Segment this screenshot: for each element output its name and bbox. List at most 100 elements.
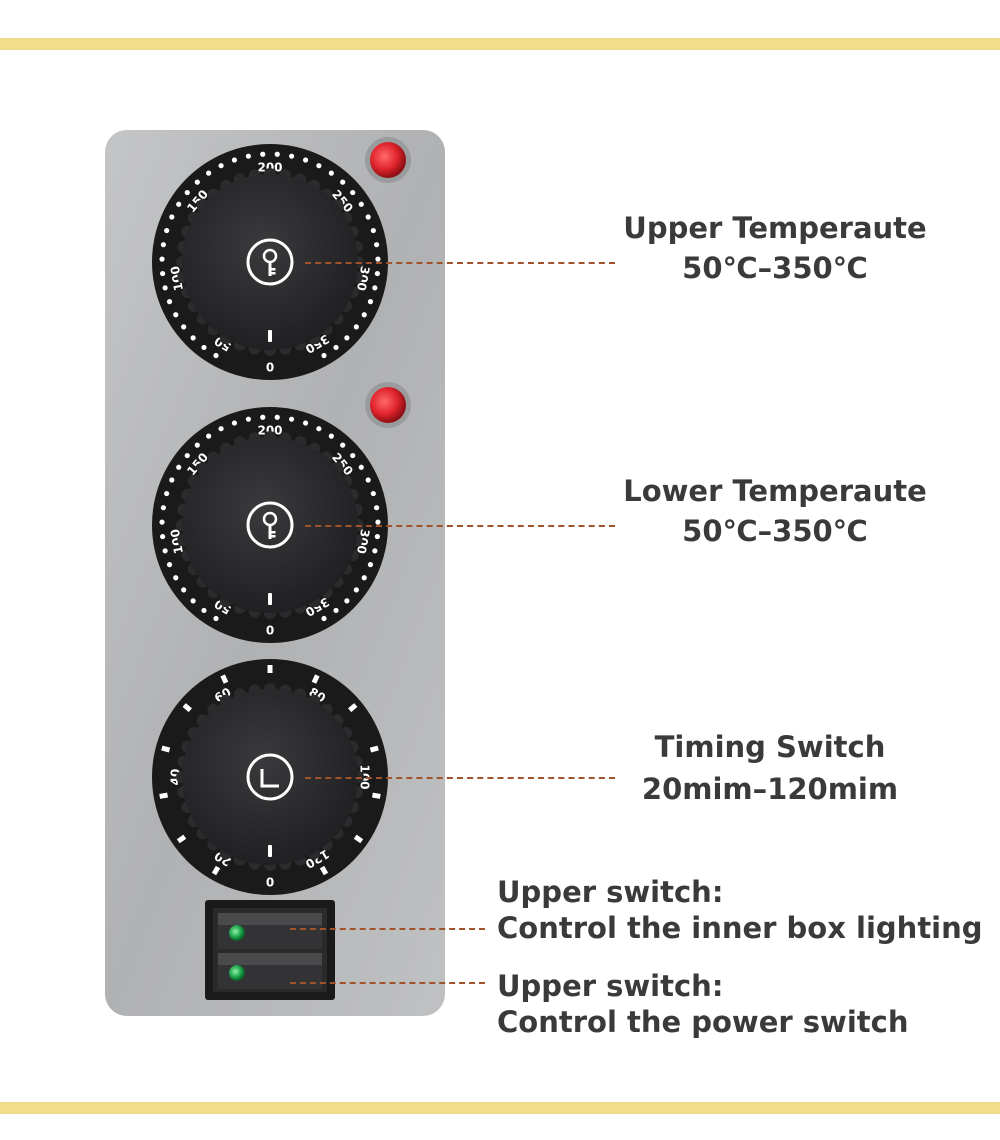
upper-temperature-tick-dot [375,256,381,262]
upper-temperature-tick-dot [374,270,380,277]
upper-temperature-tick-dot [367,299,374,305]
key-icon-tooth [271,268,276,271]
lower-temperature-tick-dot [370,490,376,497]
key-icon-tooth [271,535,276,538]
lower-temperature-tick-dot [184,452,190,459]
lower-temperature-tick-dot [169,477,175,483]
timer-knob[interactable] [182,689,358,865]
lower-temperature-tick-dot [340,442,346,448]
upper-temperature-tick-dot [260,151,266,157]
upper-temperature-tick-dot [245,153,251,159]
lower-temperature-tick-dot [160,505,166,511]
upper-temperature-tick-dot [328,170,334,176]
lower-temperature-tick-dot [321,615,327,622]
upper-temperature-tick-dot [302,157,309,163]
upper-temperature-tick-dot [164,227,170,234]
upper-temperature-pilot-light-lens [370,142,406,178]
upper-temperature-tick-dot [218,163,224,169]
switch1-leader-line [290,928,485,930]
lower-temperature-zero-label: 0 [266,624,274,638]
lower-temperature-scale-label: 200 [257,424,282,438]
switch2-description: Control the power switch [497,1005,909,1039]
key-icon-tooth [271,272,276,275]
upper-temperature-tick-dot [166,299,173,305]
timer-tick-mark [176,834,187,844]
lower-temperature-tick-dot [162,548,168,554]
lower-temperature-tick-dot [213,615,219,622]
upper-temperature-tick-dot [316,163,322,169]
upper-temperature-tick-dot [213,352,219,359]
switch1-description: Control the inner box lighting [497,911,983,945]
lower-temperature-tick-dot [375,519,381,525]
upper-temperature-tick-dot [353,324,359,330]
upper-temperature-knob-pointer [268,330,272,342]
upper-temperature-tick-dot [372,285,378,291]
lower-temp-title: Lower Temperaute [623,474,927,508]
timer-tick-mark [211,865,221,876]
lower-temperature-tick-dot [160,533,166,540]
upper-temp-range: 50℃–350℃ [682,251,868,285]
timing-title: Timing Switch [654,730,886,764]
upper-temperature-tick-dot [201,344,207,351]
upper-temperature-tick-dot [160,242,166,248]
lower-temperature-tick-dot [201,607,207,614]
switch2-leader-line [290,982,485,984]
lower-temperature-tick-dot [302,420,309,426]
lower-temperature-tick-dot [333,607,339,614]
lower-temperature-tick-dot [361,575,367,581]
upper-temperature-tick-dot [169,214,175,220]
lower-temp-leader-line [305,525,615,527]
lower-temperature-tick-dot [159,519,165,525]
key-icon-shaft [268,525,272,539]
timing-label: Timing Switch 20mim–120mim [605,726,935,810]
upper-temperature-pilot-light-icon [365,137,411,183]
timer-tick-mark [371,792,381,799]
upper-rocker-switch[interactable] [218,913,322,949]
lower-temperature-tick-dot [164,490,170,497]
switch1-title: Upper switch: [497,875,724,909]
timer-leader-line [305,777,615,779]
lower-temperature-tick-dot [190,598,196,604]
timer-tick-mark [311,674,320,684]
upper-temperature-tick-dot [340,179,346,185]
key-icon-tooth [271,531,276,534]
top-stripe [0,38,1000,50]
lower-temperature-tick-dot [231,420,238,426]
lower-temperature-tick-dot [176,464,182,470]
lower-temperature-tick-dot [274,414,280,420]
timer-tick-mark [220,674,229,684]
lower-temperature-tick-dot [194,442,200,448]
timer-tick-mark [267,665,273,673]
upper-temperature-zero-label: 0 [266,361,274,375]
timer-tick-mark [159,792,169,799]
key-icon-shaft [268,262,272,276]
lower-rocker-switch[interactable] [218,953,322,989]
clock-icon-hands [260,769,279,788]
lower-temperature-tick-dot [358,464,364,470]
upper-temperature-tick-dot [231,157,238,163]
lower-temperature-tick-dot [372,548,378,554]
timer-tick-mark [182,703,192,713]
upper-temperature-tick-dot [350,189,356,196]
timer-tick-mark [319,865,329,876]
upper-temperature-tick-dot [361,312,367,318]
lower-temp-range: 50℃–350℃ [682,514,868,548]
timer-tick-mark [353,834,364,844]
key-icon [246,238,294,286]
upper-temperature-tick-dot [370,227,376,234]
lower-temperature-tick-dot [350,452,356,459]
upper-switch-led-icon [229,925,245,941]
upper-temperature-tick-dot [358,201,364,207]
key-icon-ring [246,238,294,286]
lower-temperature-tick-dot [260,414,266,420]
clock-icon [246,753,294,801]
lower-temperature-tick-dot [181,587,187,593]
upper-temperature-tick-dot [159,256,165,262]
lower-temperature-pilot-light-lens [370,387,406,423]
upper-temperature-tick-dot [181,324,187,330]
timer-tick-mark [161,745,171,753]
